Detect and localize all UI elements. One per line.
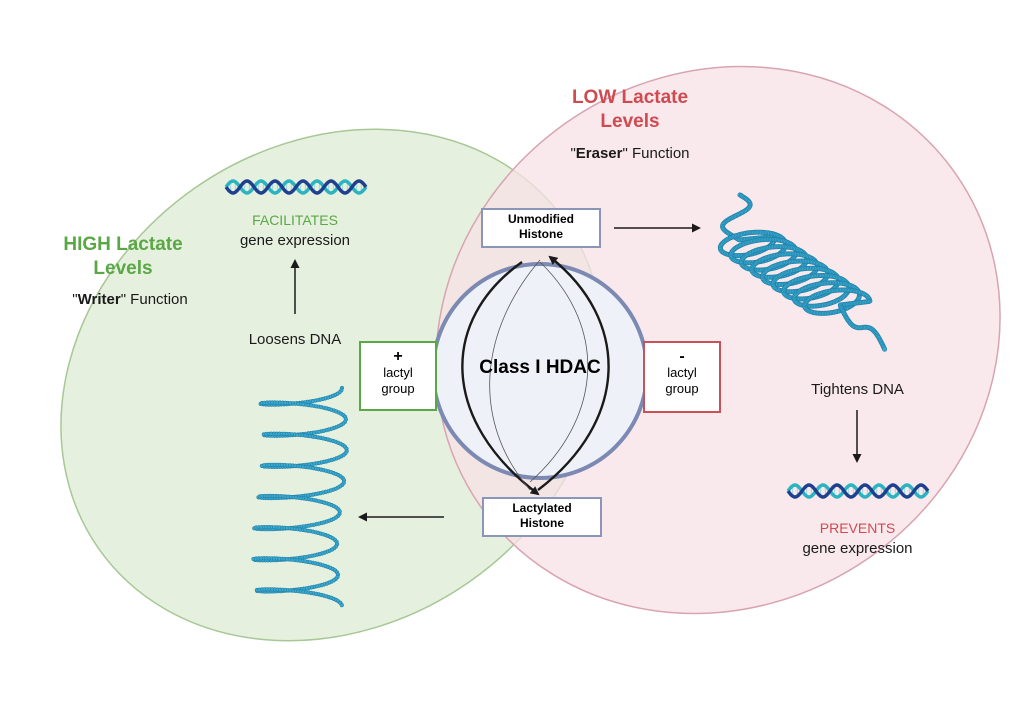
function-word: Function bbox=[126, 291, 188, 308]
low-title-line1: LOW Lactate bbox=[571, 87, 689, 108]
thin-cycle-curve-left bbox=[489, 259, 541, 491]
plus-sign: + bbox=[393, 348, 403, 365]
thin-cycle-curve-right bbox=[529, 261, 589, 483]
lactylation-cycle-arrow bbox=[461, 261, 540, 496]
minus-line2: group bbox=[665, 381, 699, 396]
minus-line1: lactyl bbox=[667, 365, 697, 380]
facilitates-gene-expression: gene expression bbox=[239, 232, 351, 249]
delactylation-cycle-arrow bbox=[537, 255, 610, 491]
dna-strand bbox=[224, 179, 368, 195]
prevents-gene-expression: gene expression bbox=[802, 540, 913, 557]
high-title-line2: Levels bbox=[93, 258, 153, 279]
remove-lactyl-group-box: - lactyl group bbox=[643, 341, 721, 413]
minus-sign: - bbox=[679, 348, 685, 365]
quote-open: " bbox=[570, 145, 576, 162]
hdac-label: Class I HDAC bbox=[479, 357, 601, 378]
high-title-line1: HIGH Lactate bbox=[63, 234, 183, 255]
unmodified-line2: Histone bbox=[518, 227, 563, 241]
low-lactate-region bbox=[435, 65, 1001, 615]
quote-open: " bbox=[72, 291, 78, 308]
plus-line2: group bbox=[381, 381, 415, 396]
add-lactyl-group-box: + lactyl group bbox=[359, 341, 437, 411]
dna-strand bbox=[786, 483, 930, 499]
loose-chromatin-coil-icon bbox=[251, 385, 349, 608]
lactylated-histone-box: Lactylated Histone bbox=[482, 497, 602, 537]
chromatin-bead bbox=[339, 602, 344, 608]
facilitates-label: FACILITATES bbox=[252, 212, 338, 228]
prevents-label: PREVENTS bbox=[819, 520, 896, 536]
quote-close: " bbox=[120, 291, 127, 308]
dna-helix-icon bbox=[786, 483, 930, 499]
quote-close: " bbox=[622, 145, 628, 162]
chromatin-bead bbox=[882, 346, 888, 352]
tightens-dna-label: Tightens DNA bbox=[811, 381, 904, 398]
lactylated-line2: Histone bbox=[519, 516, 564, 530]
plus-line1: lactyl bbox=[383, 365, 413, 380]
unmodified-histone-box: Unmodified Histone bbox=[481, 208, 601, 248]
writer-function-label: "Writer" Function bbox=[60, 291, 200, 308]
lactylated-line1: Lactylated bbox=[512, 501, 572, 515]
eraser-function-label: "Eraser" Function bbox=[560, 145, 700, 162]
function-word: Function bbox=[627, 145, 690, 162]
dna-helix-icon bbox=[224, 179, 368, 195]
tight-chromatin-coil-icon bbox=[717, 192, 888, 352]
high-lactate-title: HIGH Lactate Levels bbox=[58, 233, 188, 281]
unmodified-line1: Unmodified bbox=[508, 212, 574, 226]
eraser-role: Eraser bbox=[575, 145, 623, 162]
loosens-dna-label: Loosens DNA bbox=[248, 331, 342, 348]
low-lactate-title: LOW Lactate Levels bbox=[560, 86, 700, 134]
writer-role: Writer bbox=[77, 291, 121, 308]
low-title-line2: Levels bbox=[600, 111, 660, 132]
